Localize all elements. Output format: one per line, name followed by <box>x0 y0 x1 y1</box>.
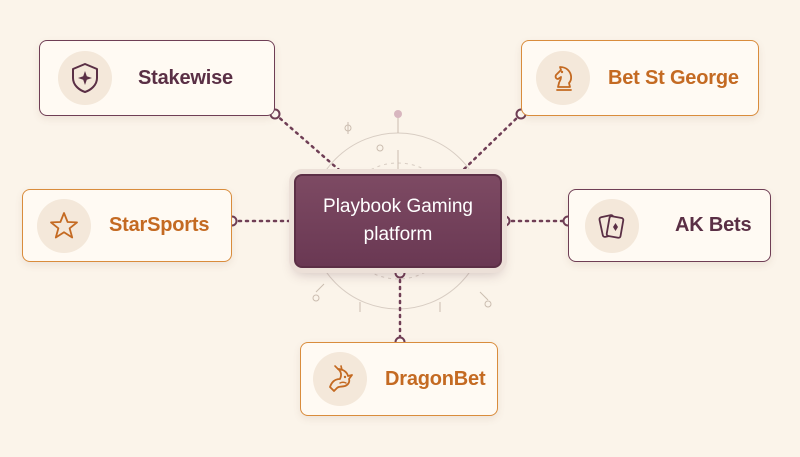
partner-label: Stakewise <box>138 66 233 89</box>
hub-ticks <box>315 112 489 312</box>
hub-node[interactable]: Playbook Gaming platform <box>294 174 502 268</box>
partner-card-starsports[interactable]: StarSports <box>22 189 232 262</box>
partner-card-stakewise[interactable]: Stakewise <box>39 40 275 116</box>
partner-label: AK Bets <box>675 214 752 236</box>
shield-star-icon <box>58 51 112 105</box>
port-dot <box>394 267 406 279</box>
ring-dot <box>394 110 402 118</box>
ring-dot <box>312 294 320 302</box>
hub-title: Playbook Gaming platform <box>323 196 473 245</box>
connector-bet-st-george <box>456 112 523 177</box>
partner-card-bet-st-george[interactable]: Bet St George <box>521 40 759 116</box>
partner-label: Bet St George <box>608 66 739 89</box>
partner-label: StarSports <box>109 214 210 236</box>
connector-stakewise <box>273 112 348 178</box>
dragon-icon <box>313 352 367 406</box>
partner-label: DragonBet <box>385 367 486 390</box>
partner-card-dragonbet[interactable]: DragonBet <box>300 342 498 416</box>
ring-dot <box>344 124 352 132</box>
star-icon <box>37 198 91 253</box>
playing-cards-icon <box>585 198 639 253</box>
ring-dot <box>376 144 384 152</box>
partner-card-ak-bets[interactable]: AK Bets <box>568 189 771 262</box>
ring-dot <box>484 300 492 308</box>
knight-icon <box>536 51 590 105</box>
